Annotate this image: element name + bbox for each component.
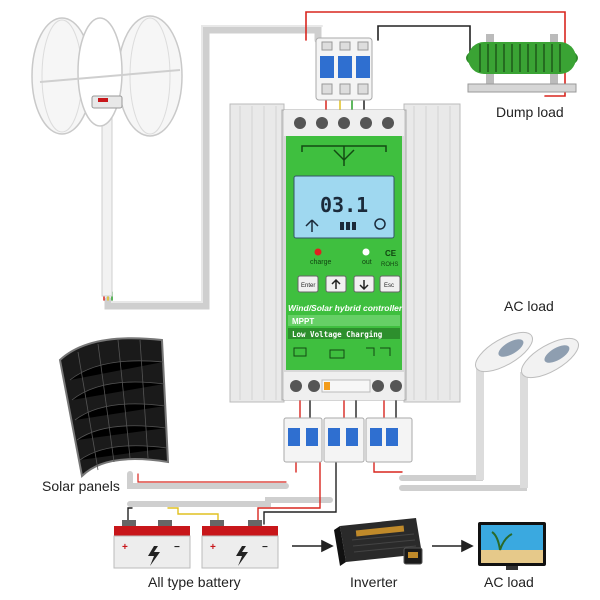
out-label: out — [362, 259, 372, 266]
ce-mark: CE — [385, 249, 397, 258]
inverter-label: Inverter — [350, 574, 398, 590]
turbine-pole — [101, 109, 113, 297]
charge-led — [314, 248, 322, 256]
lightning-icon — [236, 546, 248, 566]
bottom-terminals — [284, 372, 404, 400]
ac-load-top-label: AC load — [504, 298, 554, 314]
arrow-down-icon — [359, 280, 369, 291]
wind-cable — [104, 26, 322, 310]
arrow-right-icon — [321, 539, 334, 553]
mppt-label: MPPT — [292, 317, 314, 326]
battery-1: + − — [113, 520, 191, 569]
terminal-icons — [293, 347, 391, 359]
flow-arrows — [292, 539, 474, 553]
down-button[interactable] — [353, 275, 375, 293]
lcd-battery-icon — [340, 222, 356, 230]
arrow-right-icon — [461, 539, 474, 553]
dump-load-label: Dump load — [496, 104, 564, 120]
lcd-bulb-icon — [374, 218, 386, 230]
hybrid-controller: 03.1 charge out CE ROHS Enter Esc — [229, 103, 461, 403]
battery-2-plus: + — [210, 542, 216, 553]
rohs-mark: ROHS — [381, 262, 398, 268]
enter-button[interactable]: Enter — [297, 275, 319, 293]
battery-2-minus: − — [262, 542, 268, 553]
battery-1-plus: + — [122, 542, 128, 553]
solar-panels-label: Solar panels — [42, 478, 120, 494]
top-breaker — [315, 37, 373, 101]
controller-title: Wind/Solar hybrid controller — [288, 303, 403, 313]
solar-panel — [58, 337, 170, 479]
bottom-breakers — [283, 417, 413, 463]
dump-load-red-wire — [305, 11, 566, 97]
battery-2: + − — [201, 520, 279, 569]
up-button[interactable] — [325, 275, 347, 293]
out-led — [362, 248, 370, 256]
street-lamp-2 — [521, 337, 579, 379]
arrow-up-icon — [331, 278, 341, 289]
wind-turbine — [31, 15, 183, 297]
battery-cable — [127, 497, 333, 507]
dump-load-resistor — [466, 34, 578, 93]
turbine-blade-center — [77, 17, 123, 127]
solar-cable — [127, 471, 289, 489]
ac-load-lamps — [475, 331, 579, 488]
controller-heatsink-left — [229, 103, 285, 403]
street-lamp-1 — [475, 331, 533, 373]
charge-label: charge — [310, 259, 332, 266]
esc-button[interactable]: Esc — [379, 275, 401, 293]
battery-1-minus: − — [174, 542, 180, 553]
battery-label: All type battery — [148, 574, 241, 590]
inverter — [334, 518, 423, 566]
top-terminals — [284, 110, 404, 136]
lcd-value: 03.1 — [320, 193, 368, 217]
ac-load-bottom-label: AC load — [484, 574, 534, 590]
ac-load-tv — [478, 522, 546, 570]
turbine-blade-right — [117, 15, 183, 137]
svg-text:Enter: Enter — [301, 283, 315, 289]
controller-heatsink-right — [403, 103, 461, 403]
lcd-wind-icon — [305, 219, 319, 232]
low-voltage-label: Low Voltage Charging — [292, 330, 383, 339]
lightning-icon — [148, 546, 160, 566]
dump-load-black-wire — [377, 25, 471, 61]
lcd-screen — [293, 175, 395, 239]
svg-text:Esc: Esc — [384, 283, 394, 289]
